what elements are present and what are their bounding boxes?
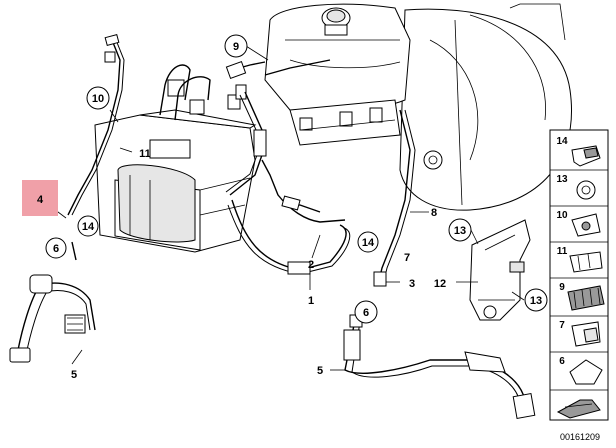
- callout-6-right: 6: [354, 300, 378, 324]
- callout-12: 12: [434, 278, 446, 290]
- master-cylinder: [264, 3, 411, 146]
- callout-9: 9: [224, 34, 248, 58]
- callout-4: 4: [37, 194, 44, 206]
- svg-text:14: 14: [362, 237, 375, 249]
- svg-text:10: 10: [92, 93, 104, 105]
- sidebar-label-7: 7: [559, 320, 565, 331]
- abs-unit: [94, 79, 257, 253]
- callout-13-bottom: 13: [524, 288, 548, 312]
- leader-lines: [41, 45, 525, 371]
- bracket: [469, 219, 531, 321]
- brake-lines-master: [264, 59, 416, 287]
- sidebar-label-13: 13: [556, 174, 568, 185]
- svg-text:13: 13: [530, 295, 542, 307]
- callout-6-left: 6: [45, 237, 67, 259]
- spring-clip-icon: [569, 359, 603, 385]
- brake-booster: [399, 3, 572, 211]
- callout-1: 1: [308, 295, 314, 307]
- sidebar-label-6: 6: [559, 356, 565, 367]
- svg-text:9: 9: [233, 41, 239, 53]
- clamp-icon: [567, 285, 605, 311]
- highlight-box: [22, 180, 58, 216]
- holder-icon: [569, 251, 603, 273]
- svg-text:6: 6: [53, 243, 59, 255]
- callout-11: 11: [139, 148, 151, 160]
- callout-7: 7: [404, 252, 410, 264]
- callout-10: 10: [86, 86, 110, 110]
- parts-sidebar: 14 13 10 11 9 7 6: [549, 129, 609, 421]
- callout-5-right: 5: [317, 365, 323, 377]
- callout-14-mid: 14: [357, 231, 379, 253]
- sidebar-label-14: 14: [556, 136, 568, 147]
- callout-3: 3: [409, 278, 415, 290]
- callout-13-top: 13: [448, 218, 472, 242]
- callout-2: 2: [308, 259, 314, 271]
- callout-5-left: 5: [71, 369, 77, 381]
- sidebar-label-10: 10: [556, 210, 568, 221]
- brake-hose-left: [9, 241, 96, 363]
- svg-text:13: 13: [454, 225, 466, 237]
- brake-hose-right: [343, 314, 536, 419]
- svg-text:6: 6: [363, 307, 369, 319]
- sidebar-label-11: 11: [557, 246, 568, 257]
- svg-text:14: 14: [82, 221, 95, 233]
- nut-icon: [576, 180, 596, 200]
- sidebar-label-9: 9: [559, 282, 565, 293]
- callout-14-left: 14: [77, 215, 99, 237]
- callout-8: 8: [431, 207, 437, 219]
- brake-lines-abs: [67, 33, 351, 275]
- document-number: 00161209: [560, 432, 600, 442]
